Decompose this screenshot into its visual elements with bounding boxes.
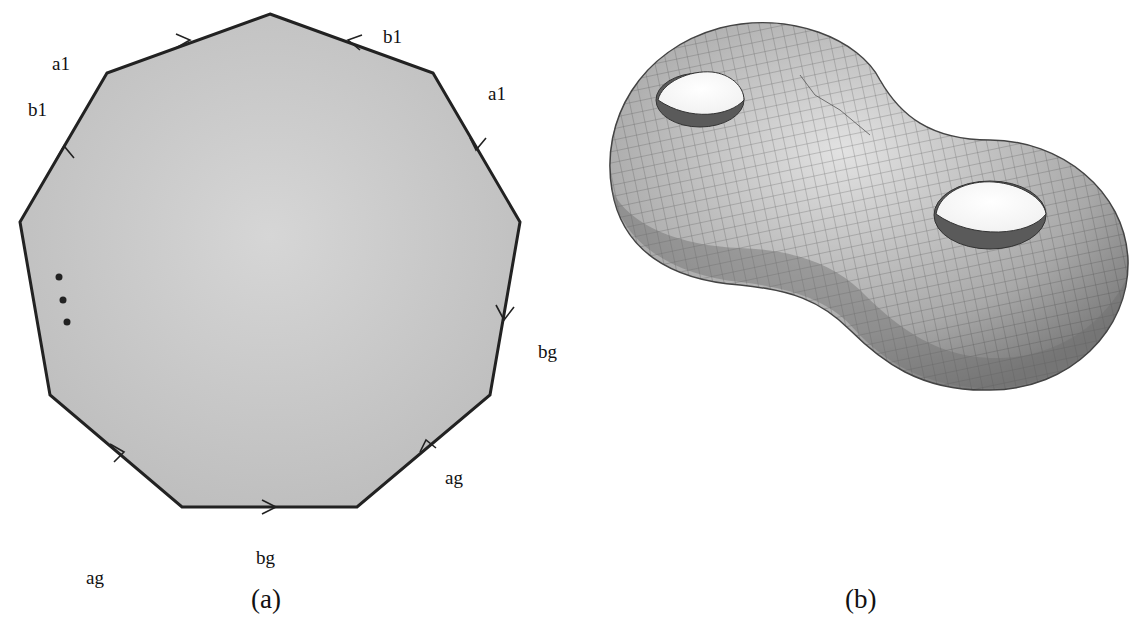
edge-arrows	[56, 34, 514, 514]
edge-label: a1	[52, 54, 70, 73]
edge-label: ag	[86, 568, 104, 587]
genus-two-surface	[610, 23, 1128, 390]
subfigure-caption: (a)	[251, 586, 281, 613]
edge-label: a1	[488, 84, 506, 103]
ellipsis-dots	[56, 274, 71, 326]
edge-label: b1	[28, 100, 47, 119]
edge-label: ag	[445, 468, 463, 487]
edge-label: bg	[256, 548, 275, 567]
subfigure-caption: (b)	[845, 586, 876, 613]
edge-label: bg	[538, 342, 557, 361]
fundamental-polygon	[20, 14, 520, 507]
edge-label: b1	[383, 27, 402, 46]
